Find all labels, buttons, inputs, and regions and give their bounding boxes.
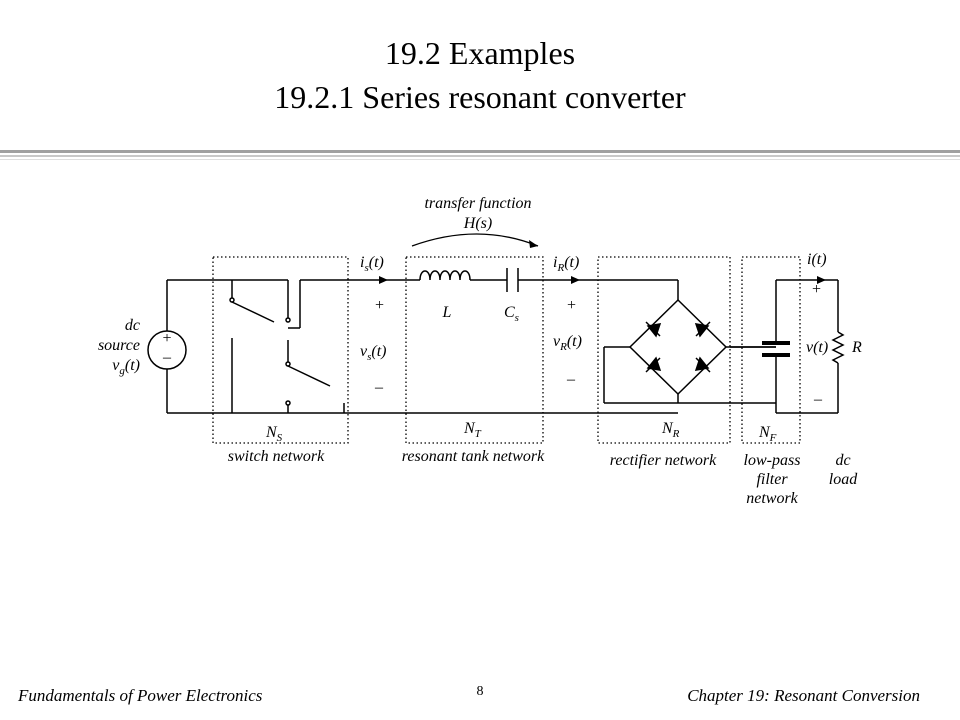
source-label-source: source bbox=[98, 337, 140, 354]
filter-network-box bbox=[741, 256, 801, 444]
footer-book-title: Fundamentals of Power Electronics bbox=[18, 686, 263, 705]
title-rule-light bbox=[0, 159, 960, 160]
load-resistor-symbol bbox=[831, 331, 845, 364]
filter-caption-line3: network bbox=[746, 490, 798, 507]
tank-network-caption: resonant tank network bbox=[402, 448, 545, 465]
load-resistor-label: R bbox=[851, 339, 862, 356]
bridge-diamond bbox=[628, 298, 728, 396]
rectifier-voltage-plus: + bbox=[567, 297, 576, 314]
transfer-arc bbox=[411, 233, 539, 247]
diode-4-bar bbox=[695, 357, 711, 373]
filter-capacitor-plate-top bbox=[762, 341, 790, 345]
dc-load-caption-line1: dc bbox=[835, 452, 850, 469]
capacitor-label: Cs bbox=[504, 304, 519, 324]
switch-voltage-plus: + bbox=[375, 297, 384, 314]
switch-network-box bbox=[212, 256, 349, 444]
rectifier-current-arrow bbox=[571, 276, 580, 284]
rectifier-current-label: iR(t) bbox=[553, 254, 579, 274]
title-rule bbox=[0, 150, 960, 153]
switch1-contact-b bbox=[285, 317, 291, 323]
slide-title-section: 19.2 Examples bbox=[384, 35, 576, 71]
filter-capacitor-plate-bottom bbox=[762, 353, 790, 357]
rectifier-voltage-minus: – bbox=[566, 371, 576, 388]
transfer-function-symbol: H(s) bbox=[463, 215, 492, 232]
rectifier-network-box bbox=[597, 256, 731, 444]
rectifier-network-caption: rectifier network bbox=[610, 452, 717, 469]
footer-chapter-title: Chapter 19: Resonant Conversion bbox=[687, 686, 920, 705]
resonant-tank-box bbox=[405, 256, 544, 444]
switch-network-caption: switch network bbox=[228, 448, 325, 465]
inductor-label: L bbox=[442, 304, 452, 321]
inductor-symbol bbox=[419, 270, 471, 281]
switch1-contact-a bbox=[229, 297, 235, 303]
rectifier-network-name: NR bbox=[661, 420, 680, 440]
tank-network-name: NT bbox=[463, 420, 482, 440]
switch-voltage-minus: – bbox=[374, 379, 384, 396]
filter-network-name: NF bbox=[758, 424, 777, 444]
diode-3-bar bbox=[645, 357, 661, 373]
source-voltage-label: vg(t) bbox=[112, 357, 140, 377]
diode-1-bar bbox=[645, 321, 661, 337]
load-voltage-plus: + bbox=[812, 281, 821, 298]
switch-current-arrow bbox=[379, 276, 388, 284]
switch2-blade bbox=[287, 365, 331, 387]
transfer-function-label: transfer function bbox=[424, 195, 531, 212]
switch-network-name: NS bbox=[265, 424, 283, 444]
transfer-arc-arrowhead bbox=[529, 240, 538, 248]
filter-caption-line2: filter bbox=[756, 471, 788, 488]
load-voltage-label: v(t) bbox=[806, 339, 828, 356]
dc-load-caption-line2: load bbox=[829, 471, 858, 488]
switch-current-label: is(t) bbox=[360, 254, 384, 274]
filter-caption-line1: low-pass bbox=[744, 452, 801, 469]
switch2-contact-a bbox=[285, 361, 291, 367]
switch2-contact-b bbox=[285, 400, 291, 406]
rectifier-voltage-label: vR(t) bbox=[553, 333, 582, 353]
title-rule-shadow bbox=[0, 155, 960, 157]
source-label-dc: dc bbox=[125, 317, 140, 334]
load-current-arrow bbox=[817, 276, 826, 284]
load-voltage-minus: – bbox=[813, 391, 823, 408]
switch1-blade bbox=[231, 301, 275, 323]
load-current-label: i(t) bbox=[807, 251, 827, 268]
page-number: 8 bbox=[476, 684, 484, 699]
dc-source-symbol bbox=[147, 330, 187, 370]
diode-2-bar bbox=[695, 321, 711, 337]
switch-voltage-label: vs(t) bbox=[360, 343, 387, 363]
source-minus: – bbox=[162, 349, 172, 366]
slide-title-subsection: 19.2.1 Series resonant converter bbox=[274, 79, 686, 115]
source-plus: + bbox=[162, 330, 171, 347]
